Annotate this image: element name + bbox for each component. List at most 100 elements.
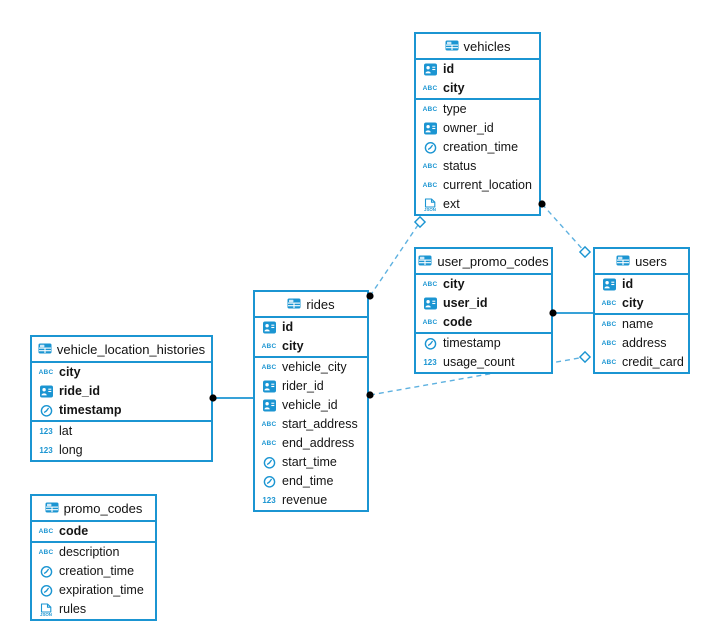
column-name: city	[59, 365, 81, 379]
column-row: owner_id	[416, 119, 539, 138]
table-icon	[45, 501, 59, 516]
column-name: lat	[59, 424, 73, 438]
column-row: ABC code	[32, 522, 155, 541]
table-header[interactable]: users	[595, 249, 688, 275]
table-name: promo_codes	[63, 500, 143, 516]
column-row: ABC city	[416, 275, 551, 294]
column-row: ABC city	[416, 79, 539, 98]
column-row: JSON rules	[32, 600, 155, 619]
column-row: JSON ext	[416, 195, 539, 214]
text-abc-icon: ABC	[422, 163, 438, 170]
columns-section: ABC description creation_time expiration…	[32, 543, 155, 619]
column-row: 123 long	[32, 441, 211, 460]
column-name: end_time	[282, 474, 334, 488]
clock-icon	[259, 475, 279, 488]
text-abc-icon: ABC	[601, 340, 617, 347]
number-123-icon: 123	[423, 358, 437, 367]
primary-key-section: ABC code	[32, 522, 155, 543]
column-row: ABC status	[416, 157, 539, 176]
column-name: revenue	[282, 493, 328, 507]
column-name: start_time	[282, 455, 337, 469]
column-name: creation_time	[443, 140, 519, 154]
person-id-icon	[36, 385, 56, 398]
person-id-icon	[259, 380, 279, 393]
column-name: city	[622, 296, 644, 310]
relationship-line-vehicles-users	[541, 203, 586, 253]
column-name: city	[282, 339, 304, 353]
entity-table-vehicles[interactable]: vehicles id ABC city ABC type owner_id c…	[414, 32, 541, 216]
table-header[interactable]: rides	[255, 292, 367, 318]
column-row: creation_time	[416, 138, 539, 157]
relationship-line-rides-vehicles	[369, 221, 421, 297]
table-icon	[445, 39, 459, 54]
table-header[interactable]: user_promo_codes	[416, 249, 551, 275]
column-name: creation_time	[59, 564, 135, 578]
entity-table-promo_codes[interactable]: promo_codes ABC code ABC description cre…	[30, 494, 157, 621]
person-id-icon	[599, 278, 619, 291]
person-id-icon	[420, 297, 440, 310]
column-row: ABC vehicle_city	[255, 358, 367, 377]
columns-section: ABC name ABC address ABC credit_card	[595, 315, 688, 372]
column-name: ext	[443, 197, 460, 211]
column-name: name	[622, 317, 654, 331]
number-123-icon: 123	[39, 427, 53, 436]
text-abc-icon: ABC	[422, 182, 438, 189]
column-row: ABC code	[416, 313, 551, 332]
json-icon: JSON	[36, 602, 56, 617]
column-row: expiration_time	[32, 581, 155, 600]
text-abc-icon: ABC	[601, 300, 617, 307]
column-row: ABC address	[595, 334, 688, 353]
text-abc-icon: ABC	[261, 343, 277, 350]
text-abc-icon: ABC	[261, 421, 277, 428]
text-abc-icon: ABC	[601, 321, 617, 328]
entity-table-vehicle_location_histories[interactable]: vehicle_location_histories ABC city ride…	[30, 335, 213, 462]
column-name: rider_id	[282, 379, 324, 393]
column-row: ABC credit_card	[595, 353, 688, 372]
clock-icon	[36, 584, 56, 597]
column-row: timestamp	[32, 401, 211, 420]
columns-section: ABC vehicle_city rider_id vehicle_id ABC…	[255, 358, 367, 510]
person-id-icon	[259, 399, 279, 412]
table-header[interactable]: promo_codes	[32, 496, 155, 522]
svg-text:JSON: JSON	[424, 207, 436, 212]
column-name: current_location	[443, 178, 532, 192]
table-header[interactable]: vehicles	[416, 34, 539, 60]
clock-icon	[420, 337, 440, 350]
column-name: owner_id	[443, 121, 494, 135]
column-row: ABC start_address	[255, 415, 367, 434]
column-row: ride_id	[32, 382, 211, 401]
table-icon	[287, 297, 301, 312]
text-abc-icon: ABC	[422, 85, 438, 92]
column-name: timestamp	[443, 336, 501, 350]
text-abc-icon: ABC	[261, 440, 277, 447]
column-name: id	[622, 277, 634, 291]
column-name: city	[443, 81, 465, 95]
column-name: usage_count	[443, 355, 515, 369]
number-123-icon: 123	[39, 446, 53, 455]
column-row: ABC name	[595, 315, 688, 334]
entity-table-rides[interactable]: rides id ABC city ABC vehicle_city rider…	[253, 290, 369, 512]
person-id-icon	[259, 321, 279, 334]
table-header[interactable]: vehicle_location_histories	[32, 337, 211, 363]
column-row: id	[255, 318, 367, 337]
column-name: type	[443, 102, 467, 116]
column-name: ride_id	[59, 384, 100, 398]
text-abc-icon: ABC	[261, 364, 277, 371]
primary-key-section: ABC city ride_id timestamp	[32, 363, 211, 422]
person-id-icon	[420, 122, 440, 135]
column-row: id	[595, 275, 688, 294]
columns-section: ABC type owner_id creation_time ABC stat…	[416, 100, 539, 214]
table-name: vehicles	[463, 38, 511, 54]
entity-table-users[interactable]: users id ABC city ABC name ABC address A…	[593, 247, 690, 374]
column-name: code	[59, 524, 89, 538]
column-row: timestamp	[416, 334, 551, 353]
entity-table-user_promo_codes[interactable]: user_promo_codes ABC city user_id ABC co…	[414, 247, 553, 374]
column-name: address	[622, 336, 667, 350]
column-row: 123 revenue	[255, 491, 367, 510]
column-row: ABC city	[595, 294, 688, 313]
column-row: creation_time	[32, 562, 155, 581]
column-name: credit_card	[622, 355, 684, 369]
column-row: ABC city	[32, 363, 211, 382]
table-icon	[418, 254, 432, 269]
